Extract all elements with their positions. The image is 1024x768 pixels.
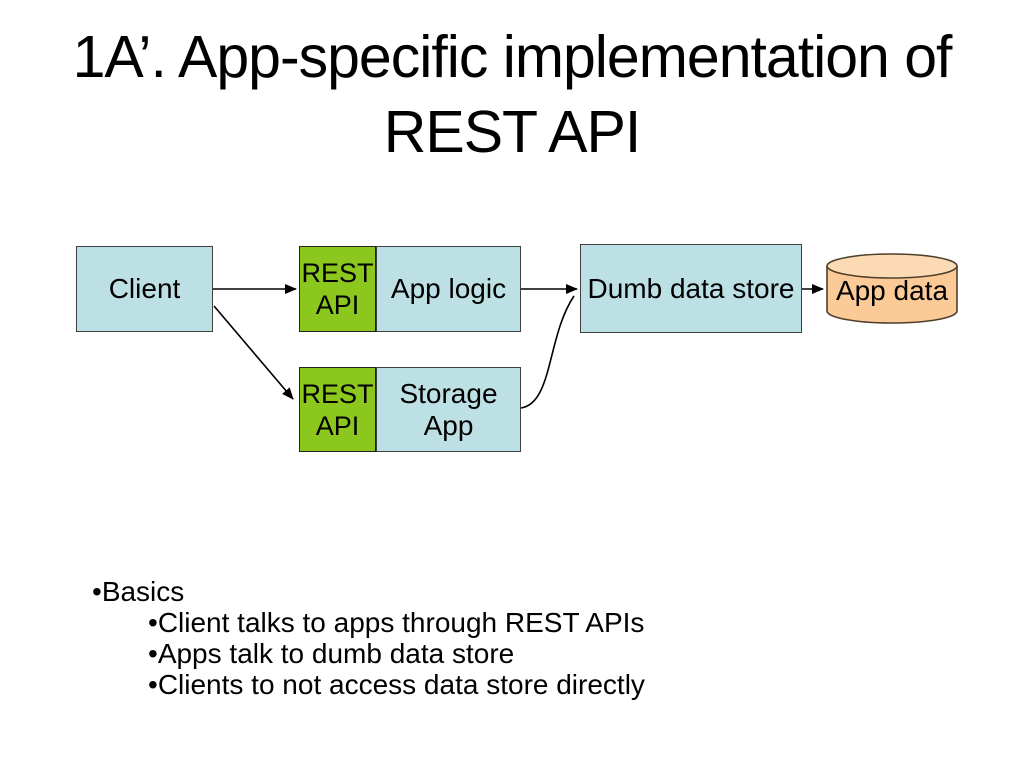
app-logic-label: App logic: [390, 273, 507, 304]
bullet-list: •Basics •Client talks to apps through RE…: [92, 576, 732, 700]
dumb-data-store-label: Dumb data store: [587, 272, 795, 304]
rest-api-top-label: REST API: [301, 258, 374, 320]
bullet-item: •Clients to not access data store direct…: [148, 669, 732, 700]
arrow-storage-app-to-dumb-data-store: [520, 295, 575, 409]
bullet-marker: •: [148, 638, 158, 669]
app-logic-box: App logic: [376, 246, 521, 332]
dumb-data-store-box: Dumb data store: [580, 244, 802, 333]
slide-title: 1A’. App-specific implementation of REST…: [0, 20, 1024, 170]
app-data-label: App data: [835, 275, 949, 306]
bullet-marker: •: [148, 607, 158, 638]
bullet-marker: •: [148, 669, 158, 700]
client-label: Client: [108, 273, 181, 304]
bullet-item: •Apps talk to dumb data store: [148, 638, 732, 669]
arrow-client-to-rest-api-bottom: [213, 305, 294, 400]
bullet-text: Clients to not access data store directl…: [157, 669, 645, 700]
rest-api-top-box: REST API: [299, 246, 376, 332]
bullet-text: Basics: [101, 576, 185, 607]
rest-api-bottom-label: REST API: [301, 378, 374, 441]
bullet-text: Client talks to apps through REST APIs: [157, 607, 645, 638]
bullet-marker: •: [92, 576, 102, 607]
bullet-item: •Client talks to apps through REST APIs: [148, 607, 732, 638]
slide-title-text: 1A’. App-specific implementation of REST…: [72, 24, 953, 165]
bullet-item-basics: •Basics: [92, 576, 732, 607]
rest-api-bottom-box: REST API: [299, 367, 376, 452]
bullet-text: Apps talk to dumb data store: [157, 638, 515, 669]
storage-app-box: Storage App: [376, 367, 521, 452]
client-box: Client: [76, 246, 213, 332]
storage-app-label: Storage App: [399, 377, 498, 441]
